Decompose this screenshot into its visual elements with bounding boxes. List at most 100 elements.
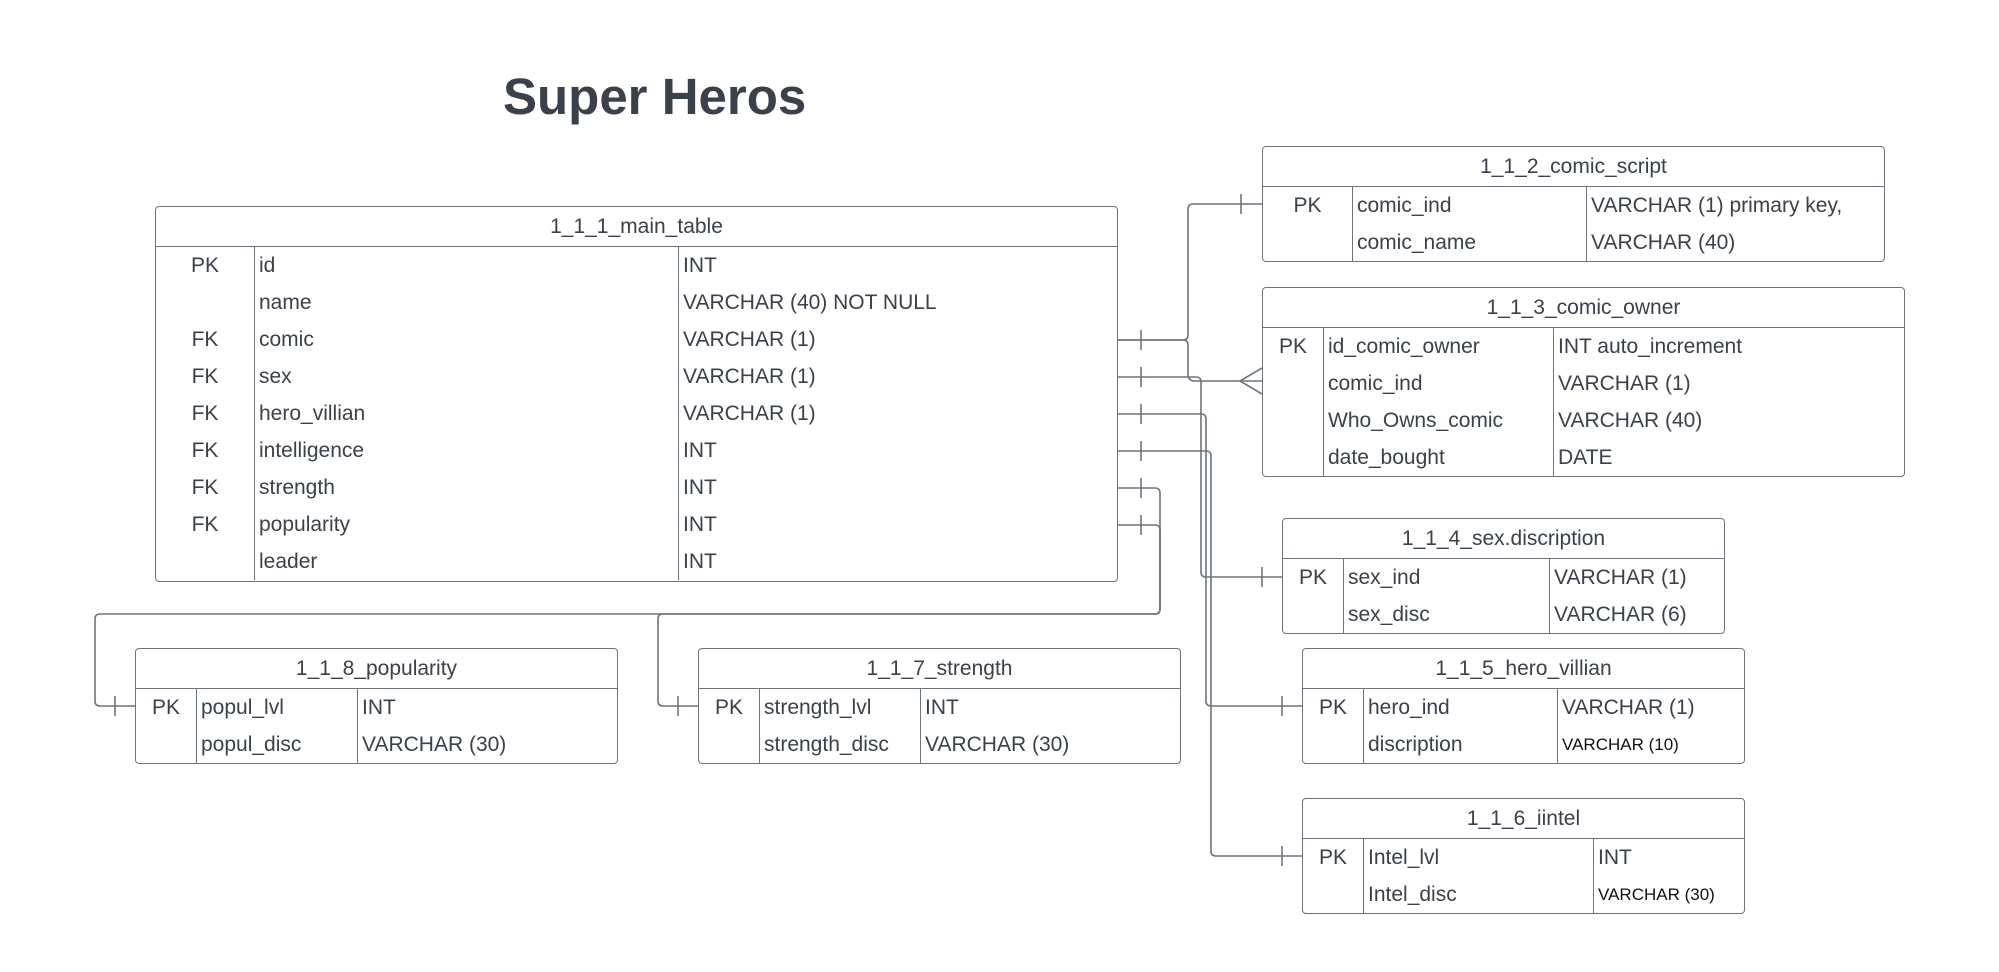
field-type: VARCHAR (1) primary key, xyxy=(1591,193,1843,217)
entity-row-strength: FK strength INT xyxy=(156,469,1117,506)
field-name: sex xyxy=(259,364,292,388)
field-type: INT xyxy=(683,438,717,462)
field-type: INT xyxy=(683,253,717,277)
connector-sex-to-sex-discription[interactable] xyxy=(1117,376,1282,578)
field-type: INT xyxy=(683,475,717,499)
field-name: leader xyxy=(259,549,318,573)
entity-row-date-bought: date_bought DATE xyxy=(1263,439,1904,476)
field-name: sex_disc xyxy=(1348,602,1430,626)
field-type: VARCHAR (1) xyxy=(683,327,816,351)
entity-header: 1_1_3_comic_owner xyxy=(1263,288,1904,328)
entity-header: 1_1_8_popularity xyxy=(136,649,617,689)
field-type: VARCHAR (1) xyxy=(683,401,816,425)
entity-header: 1_1_6_iintel xyxy=(1303,799,1744,839)
entity-row-leader: leader INT xyxy=(156,543,1117,580)
field-name: intelligence xyxy=(259,438,365,462)
entity-header: 1_1_2_comic_script xyxy=(1263,147,1884,187)
entity-body: PK id_comic_owner INT auto_increment comic… xyxy=(1263,328,1904,476)
field-type: INT auto_increment xyxy=(1558,334,1743,358)
field-name: Intel_lvl xyxy=(1368,845,1440,869)
connector-crowfoot xyxy=(1238,367,1263,395)
entity-header: 1_1_4_sex.discription xyxy=(1283,519,1724,559)
field-type: INT xyxy=(362,695,396,719)
field-name: hero_ind xyxy=(1368,695,1450,719)
field-name: sex_ind xyxy=(1348,565,1421,589)
key-cell: PK xyxy=(1318,695,1347,719)
entity-row-comic: FK comic VARCHAR (1) xyxy=(156,321,1117,358)
field-type: DATE xyxy=(1558,445,1613,469)
entity-row-popul-disc: popul_disc VARCHAR (30) xyxy=(136,726,617,763)
field-name: date_bought xyxy=(1328,445,1445,469)
field-type: VARCHAR (30) xyxy=(362,732,507,756)
key-cell: FK xyxy=(191,401,219,425)
field-name: comic xyxy=(259,327,314,351)
field-type: VARCHAR (40) xyxy=(1591,230,1736,254)
key-cell: FK xyxy=(191,475,219,499)
field-name: name xyxy=(259,290,312,314)
entity-row-sex: FK sex VARCHAR (1) xyxy=(156,358,1117,395)
entity-strength[interactable]: 1_1_7_strength PK strength_lvl INT strengt… xyxy=(698,648,1181,764)
field-name: id xyxy=(259,253,276,277)
field-name: id_comic_owner xyxy=(1328,334,1480,358)
field-name: strength_disc xyxy=(764,732,889,756)
key-cell: FK xyxy=(191,364,219,388)
field-name: Who_Owns_comic xyxy=(1328,408,1504,432)
field-name: popul_disc xyxy=(201,732,302,756)
entity-row-popularity: FK popularity INT xyxy=(156,506,1117,543)
entity-hero-villian[interactable]: 1_1_5_hero_villian PK hero_ind VARCHAR (1)… xyxy=(1302,648,1745,764)
field-type: VARCHAR (40) xyxy=(1558,408,1703,432)
key-cell: PK xyxy=(1298,565,1327,589)
field-name: strength_lvl xyxy=(764,695,872,719)
field-type: VARCHAR (6) xyxy=(1554,602,1687,626)
entity-header: 1_1_5_hero_villian xyxy=(1303,649,1744,689)
field-name: strength xyxy=(259,475,335,499)
field-type: VARCHAR (10) xyxy=(1562,734,1679,754)
key-cell: PK xyxy=(714,695,743,719)
field-type: VARCHAR (1) xyxy=(1562,695,1695,719)
key-cell: PK xyxy=(190,253,219,277)
entity-row-id: PK id INT xyxy=(156,247,1117,284)
field-name: popularity xyxy=(259,512,351,536)
entity-row-strength-lvl: PK strength_lvl INT xyxy=(699,689,1180,726)
entity-header: 1_1_7_strength xyxy=(699,649,1180,689)
entity-comic-owner[interactable]: 1_1_3_comic_owner PK id_comic_owner INT au… xyxy=(1262,287,1905,477)
entity-row-who-owns-comic: Who_Owns_comic VARCHAR (40) xyxy=(1263,402,1904,439)
entity-row-hero-ind: PK hero_ind VARCHAR (1) xyxy=(1303,689,1744,726)
key-cell: PK xyxy=(151,695,180,719)
connector-comic-to-comic-owner[interactable] xyxy=(1117,339,1262,382)
field-type: INT xyxy=(683,549,717,573)
field-type: INT xyxy=(925,695,959,719)
key-cell: PK xyxy=(1318,845,1347,869)
key-cell: FK xyxy=(191,512,219,536)
field-type: INT xyxy=(683,512,717,536)
key-cell: PK xyxy=(1293,193,1322,217)
entity-row-sex-disc: sex_disc VARCHAR (6) xyxy=(1283,596,1724,633)
key-cell: PK xyxy=(1278,334,1307,358)
key-cell: FK xyxy=(191,327,219,351)
connector-comic-to-comic-script[interactable] xyxy=(1117,203,1262,341)
entity-row-id-comic-owner: PK id_comic_owner INT auto_increment xyxy=(1263,328,1904,365)
field-type: VARCHAR (1) xyxy=(683,364,816,388)
diagram-title: Super Heros xyxy=(503,68,807,125)
field-type: VARCHAR (30) xyxy=(925,732,1070,756)
entity-header: 1_1_1_main_table xyxy=(156,207,1117,247)
